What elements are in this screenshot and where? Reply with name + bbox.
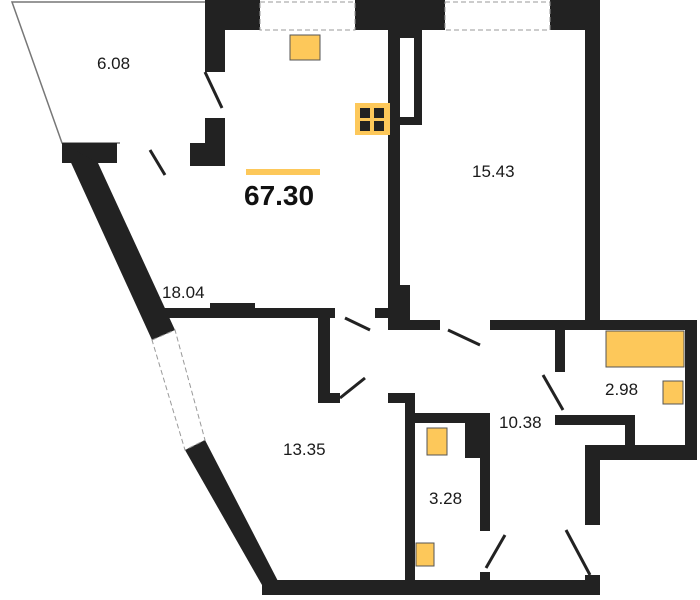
toilet-icon bbox=[426, 427, 448, 456]
room-area-balcony: 6.08 bbox=[97, 54, 131, 73]
kitchen-sink-icon bbox=[289, 34, 321, 61]
bathtub-icon bbox=[605, 330, 685, 368]
total-area-bar bbox=[246, 169, 320, 175]
doors bbox=[148, 71, 592, 576]
walls bbox=[62, 0, 697, 595]
room-area-bedroom: 13.35 bbox=[283, 440, 326, 459]
room-area-bedroom-large: 15.43 bbox=[472, 162, 515, 181]
fixtures bbox=[289, 34, 685, 567]
room-area-hallway: 10.38 bbox=[499, 413, 542, 432]
toilet-sink-icon bbox=[415, 542, 435, 567]
room-area-toilet: 3.28 bbox=[429, 489, 463, 508]
bath-sink-icon bbox=[662, 380, 684, 405]
windows bbox=[151, 1, 551, 451]
room-area-bathroom: 2.98 bbox=[605, 380, 639, 399]
total-area: 67.30 bbox=[244, 180, 315, 211]
room-area-kitchen-living: 18.04 bbox=[162, 283, 205, 302]
